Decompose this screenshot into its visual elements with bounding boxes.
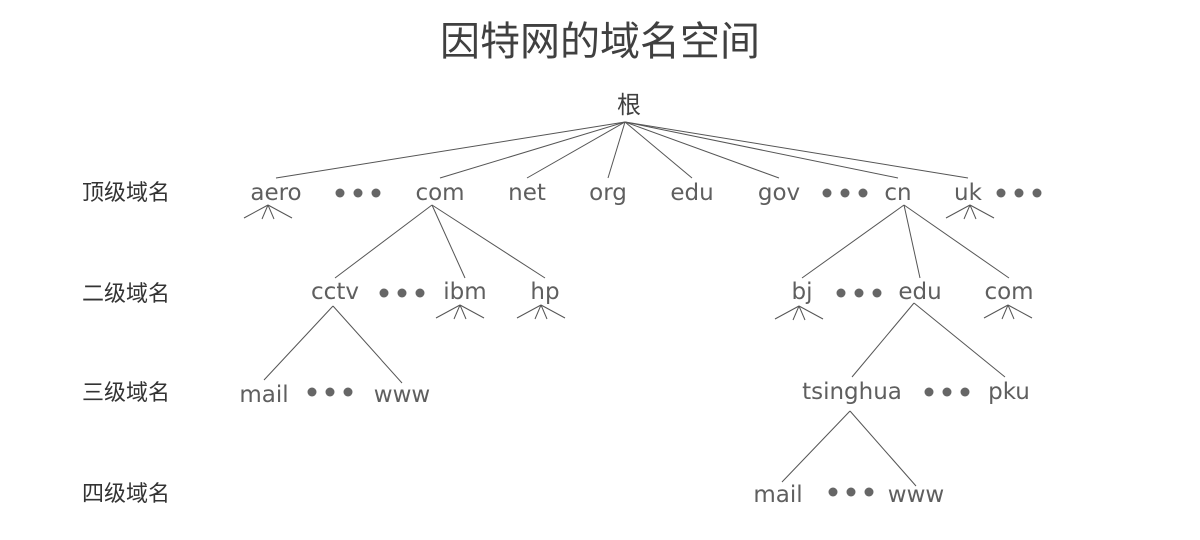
edge-root-net <box>526 121 626 179</box>
node-aero: aero <box>250 180 301 206</box>
edge-com-hp <box>431 204 546 279</box>
edge-cctv-cctv_mail <box>263 305 334 381</box>
edge-cctv-cctv_www <box>332 305 403 384</box>
node-tsinghua: tsinghua <box>802 379 902 405</box>
node-pku: pku <box>988 379 1030 405</box>
edge-cn-bj <box>801 204 905 279</box>
ellipsis-second-level-com <box>379 288 425 298</box>
level-label-third: 三级域名 <box>82 381 170 406</box>
ellipsis-top-level-3 <box>996 188 1042 198</box>
edge-cn_edu-pku <box>913 302 1006 378</box>
edge-tsinghua-tsinghua_www <box>849 410 917 487</box>
edge-root-cn <box>624 121 899 179</box>
diagram-title: 因特网的域名空间 <box>440 19 760 65</box>
node-org: org <box>589 180 627 206</box>
node-bj: bj <box>792 279 813 305</box>
node-cn: cn <box>884 180 911 206</box>
level-label-fourth: 四级域名 <box>82 482 170 507</box>
level-label-top: 顶级域名 <box>82 181 170 206</box>
node-hp: hp <box>530 279 559 305</box>
edge-cn_edu-tsinghua <box>851 302 915 378</box>
node-tsinghua-www: www <box>888 482 944 508</box>
collapsed-branches-layer <box>243 204 1033 321</box>
ellipsis-layer <box>307 188 1042 497</box>
edge-root-org <box>607 121 626 179</box>
node-ibm: ibm <box>443 279 486 305</box>
collapsed-branch-hp <box>516 304 566 320</box>
node-gov: gov <box>758 180 800 206</box>
edges-layer <box>263 121 1010 487</box>
edge-root-edu <box>624 121 693 179</box>
ellipsis-fourth-level-tsinghua <box>828 487 874 497</box>
ellipsis-top-level-2 <box>822 188 868 198</box>
ellipsis-top-level-1 <box>335 188 381 198</box>
collapsed-branch-uk <box>945 204 995 220</box>
node-tsinghua-mail: mail <box>753 482 802 508</box>
edge-root-aero <box>275 121 626 179</box>
ellipsis-second-level-cn <box>836 288 882 298</box>
node-net: net <box>508 180 546 206</box>
ellipsis-third-level-edu <box>924 387 970 397</box>
edge-root-gov <box>624 121 780 179</box>
collapsed-branch-aero <box>243 204 293 220</box>
edge-cn-cn_com <box>903 204 1010 279</box>
node-edu: edu <box>670 180 713 206</box>
node-uk: uk <box>954 180 983 206</box>
level-label-second: 二级域名 <box>82 282 170 307</box>
edge-com-ibm <box>431 204 466 279</box>
collapsed-branch-cn_com <box>983 304 1033 320</box>
node-cctv-mail: mail <box>239 382 288 408</box>
node-cn-com: com <box>984 279 1033 305</box>
node-com: com <box>415 180 464 206</box>
edge-root-com <box>439 121 626 179</box>
node-cn-edu: edu <box>898 279 941 305</box>
ellipsis-third-level-cctv <box>307 387 353 397</box>
edge-cn-cn_edu <box>903 204 921 279</box>
edge-com-cctv <box>334 204 433 279</box>
edge-root-uk <box>624 121 969 179</box>
node-cctv-www: www <box>374 382 430 408</box>
collapsed-branch-ibm <box>435 304 485 320</box>
collapsed-branch-bj <box>774 305 824 321</box>
edge-tsinghua-tsinghua_mail <box>781 410 851 483</box>
node-cctv: cctv <box>311 279 359 305</box>
node-root: 根 <box>617 91 641 119</box>
